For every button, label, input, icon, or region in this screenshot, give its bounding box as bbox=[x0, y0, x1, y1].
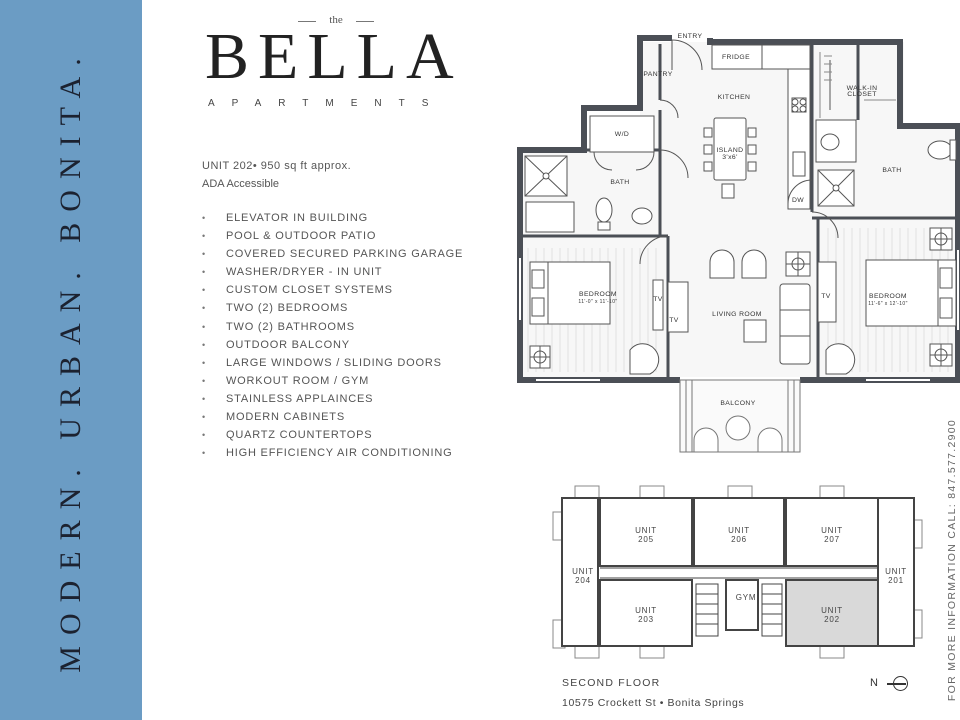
dishwasher-label: DW bbox=[792, 197, 804, 204]
unit-201-number: 201 bbox=[888, 576, 904, 585]
site-corridor bbox=[600, 567, 878, 637]
island-size-label: 3'x6' bbox=[722, 154, 738, 161]
interior-walls bbox=[520, 44, 958, 377]
closet-rods bbox=[819, 52, 896, 118]
site-units bbox=[561, 497, 915, 647]
left-bedroom-furniture bbox=[529, 261, 664, 375]
pantry-label: PANTRY bbox=[643, 71, 672, 78]
unit-summary: UNIT 202• 950 sq ft approx. bbox=[202, 160, 352, 172]
site-balconies bbox=[552, 485, 923, 659]
feature-item: •TWO (2) BEDROOMS bbox=[202, 302, 349, 315]
unit-204-label: UNIT bbox=[572, 567, 594, 576]
unit-206-number: 206 bbox=[731, 535, 747, 544]
tv-living-label: TV bbox=[669, 317, 679, 324]
unit-205-label: UNIT bbox=[635, 526, 657, 535]
unit-203-label: UNIT bbox=[635, 606, 657, 615]
tv-right-label: TV bbox=[821, 293, 831, 300]
address: 10575 Crockett St • Bonita Springs bbox=[562, 697, 745, 709]
tagline-sidebar: MODERN. URBAN. BONITA. bbox=[0, 0, 142, 720]
room-labels: ENTRY FRIDGE PANTRY KITCHEN WALK-IN CLOS… bbox=[578, 33, 907, 407]
right-bedroom-furniture bbox=[825, 227, 957, 375]
walkin-closet-label-2: CLOSET bbox=[847, 91, 877, 98]
kitchen-label: KITCHEN bbox=[718, 94, 751, 101]
bedroom-left-dim: 11'-0" x 11'-10" bbox=[578, 299, 617, 305]
tagline: MODERN. URBAN. BONITA. bbox=[54, 47, 87, 673]
contact-info: FOR MORE INFORMATION CALL: 847.577.2900 bbox=[946, 418, 958, 702]
bath-fixtures bbox=[524, 115, 957, 233]
gym-label: GYM bbox=[736, 593, 757, 602]
island-label: ISLAND bbox=[717, 147, 744, 154]
feature-item: •HIGH EFFICIENCY AIR CONDITIONING bbox=[202, 447, 453, 460]
accessibility-note: ADA Accessible bbox=[202, 178, 280, 190]
north-arrow: N bbox=[870, 676, 912, 692]
feature-item: •POOL & OUTDOOR PATIO bbox=[202, 230, 377, 243]
unit-202-number: 202 bbox=[824, 615, 840, 624]
floor-planks bbox=[527, 228, 949, 372]
island-stools bbox=[703, 127, 757, 199]
unit-203-number: 203 bbox=[638, 615, 654, 624]
unit-206-label: UNIT bbox=[728, 526, 750, 535]
brand-prefix: the bbox=[298, 14, 374, 26]
unit-207-label: UNIT bbox=[821, 526, 843, 535]
feature-item: •CUSTOM CLOSET SYSTEMS bbox=[202, 284, 393, 297]
windows bbox=[519, 250, 959, 381]
site-unit-labels: UNIT 205 UNIT 206 UNIT 207 UNIT 204 UNIT… bbox=[572, 526, 907, 624]
bedroom-left-label: BEDROOM bbox=[579, 291, 617, 298]
bedroom-right-dim: 11'-6" x 12'-10" bbox=[868, 301, 908, 307]
bath-left-label: BATH bbox=[610, 179, 629, 186]
living-furniture bbox=[667, 249, 837, 365]
feature-item: •OUTDOOR BALCONY bbox=[202, 338, 350, 351]
floor-fill bbox=[522, 42, 958, 377]
compass-ring-icon bbox=[893, 676, 908, 691]
exterior-walls bbox=[517, 35, 960, 383]
balcony bbox=[679, 379, 801, 453]
bath-right-label: BATH bbox=[882, 167, 901, 174]
feature-item: •TWO (2) BATHROOMS bbox=[202, 320, 355, 333]
wd-label: W/D bbox=[615, 131, 629, 138]
feature-item: •LARGE WINDOWS / SLIDING DOORS bbox=[202, 356, 442, 369]
walkin-closet-label: WALK-IN bbox=[847, 85, 878, 92]
bedroom-right-label: BEDROOM bbox=[869, 293, 907, 300]
fridge-label: FRIDGE bbox=[722, 54, 750, 61]
north-label: N bbox=[870, 677, 878, 689]
feature-item: •COVERED SECURED PARKING GARAGE bbox=[202, 248, 464, 261]
feature-item: •MODERN CABINETS bbox=[202, 411, 345, 424]
feature-item: •ELEVATOR IN BUILDING bbox=[202, 212, 368, 224]
unit-201-label: UNIT bbox=[885, 567, 907, 576]
balcony-label: BALCONY bbox=[720, 400, 755, 407]
door-swings bbox=[593, 39, 940, 265]
unit-207-number: 207 bbox=[824, 535, 840, 544]
kitchen-counters bbox=[711, 44, 811, 210]
floor-title: SECOND FLOOR bbox=[562, 677, 661, 689]
feature-list: •ELEVATOR IN BUILDING •POOL & OUTDOOR PA… bbox=[202, 212, 463, 465]
feature-item: •WASHER/DRYER - IN UNIT bbox=[202, 266, 383, 279]
tv-left-label: TV bbox=[653, 296, 663, 303]
feature-item: •STAINLESS APPLAINCES bbox=[202, 392, 374, 405]
unit-204-number: 204 bbox=[575, 576, 591, 585]
entry-label: ENTRY bbox=[678, 33, 703, 40]
living-room-label: LIVING ROOM bbox=[712, 311, 762, 318]
brand-logo: BELLA bbox=[205, 20, 463, 93]
feature-item: •WORKOUT ROOM / GYM bbox=[202, 374, 370, 387]
unit-202-label: UNIT bbox=[821, 606, 843, 615]
feature-item: •QUARTZ COUNTERTOPS bbox=[202, 429, 373, 442]
unit-205-number: 205 bbox=[638, 535, 654, 544]
brand-subtitle: APARTMENTS bbox=[208, 98, 446, 109]
